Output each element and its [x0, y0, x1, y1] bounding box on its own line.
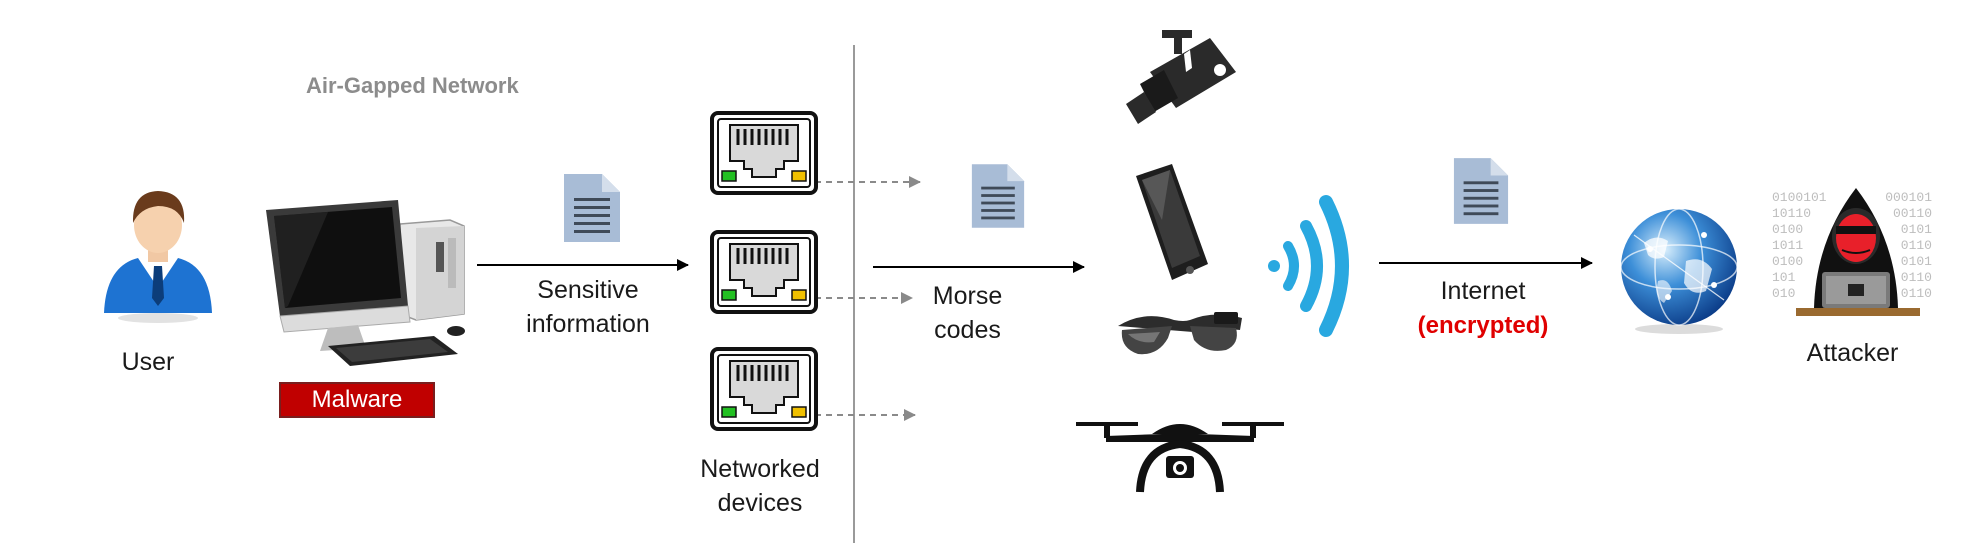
- drone-icon: [1076, 422, 1284, 493]
- ethernet-port-icon: [710, 111, 818, 195]
- morse-codes-line-2: codes: [934, 316, 1001, 344]
- binary-background-left: 0100101 10110 0100 1011 0100 101 010: [1772, 190, 1827, 301]
- smart-glasses-icon: [1118, 312, 1242, 355]
- user-label: User: [121, 348, 175, 376]
- document-icon: [971, 164, 1025, 228]
- air-gap-divider: [853, 45, 855, 543]
- ethernet-port-icon: [710, 347, 818, 431]
- sensitive-information-line-1: Sensitive: [537, 276, 639, 304]
- networked-devices-line-1: Networked: [700, 455, 820, 483]
- morse-codes-line-1: Morse: [932, 282, 1003, 310]
- sensitive-information-line-2: information: [526, 310, 650, 338]
- user-icon: [104, 191, 212, 323]
- security-camera-icon: [1126, 30, 1236, 124]
- internet-label: Internet: [1440, 277, 1526, 305]
- hacker-icon: [1796, 188, 1920, 316]
- air-gapped-network-title: Air-Gapped Network: [306, 73, 519, 98]
- smartphone-icon: [1136, 164, 1208, 280]
- morse-codes-label: Morse codes: [900, 279, 1035, 347]
- attacker-label: Attacker: [1806, 339, 1899, 367]
- document-icon: [564, 174, 620, 242]
- networked-devices-line-2: devices: [717, 489, 803, 517]
- wireless-signal-icon: [1268, 195, 1349, 337]
- binary-background-right: 000101 00110 0101 0110 0101 0110 0110: [1885, 190, 1932, 301]
- globe-icon: [1620, 208, 1738, 334]
- computer-icon: [266, 200, 465, 366]
- encrypted-label: (encrypted): [1417, 312, 1549, 339]
- networked-devices-label: Networked devices: [680, 452, 840, 520]
- malware-badge: Malware: [279, 382, 435, 418]
- document-icon: [1453, 158, 1509, 224]
- ethernet-port-icon: [710, 230, 818, 314]
- sensitive-information-label: Sensitive information: [508, 273, 668, 341]
